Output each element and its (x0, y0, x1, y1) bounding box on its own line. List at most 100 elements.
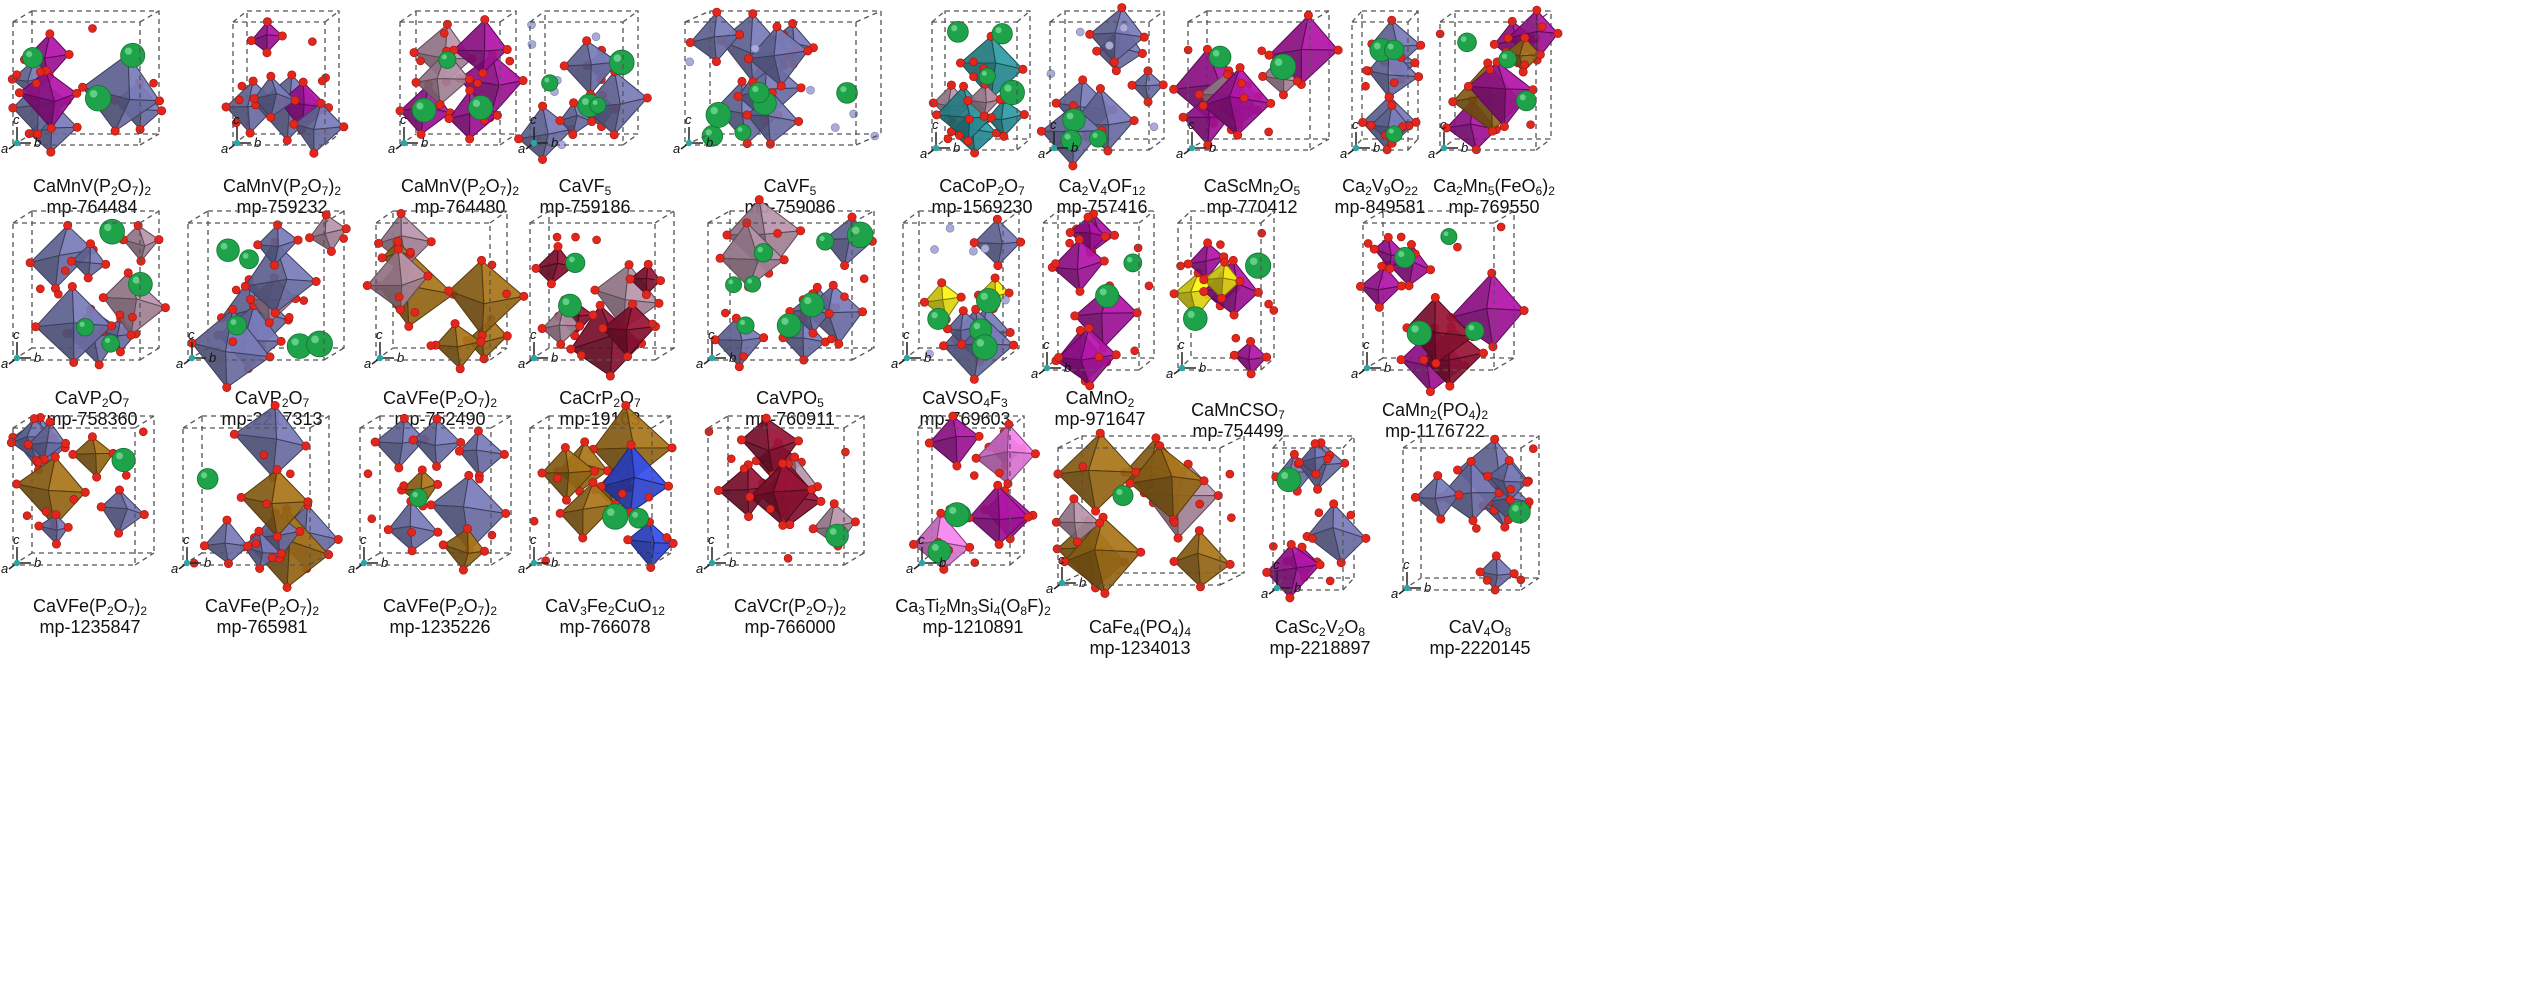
oxygen-atom (1199, 287, 1209, 297)
oxygen-atom (1004, 288, 1014, 298)
calcium-atom (628, 508, 649, 529)
axis-b-label: b (1373, 140, 1380, 155)
oxygen-atom (946, 80, 956, 90)
calcium-atom (1394, 247, 1416, 269)
unit-cell-front (12, 21, 141, 146)
oxygen-atom (1278, 90, 1288, 100)
oxygen-atom (964, 114, 974, 124)
chemical-formula: CaVF5 (558, 176, 612, 198)
oxygen-atom (303, 497, 313, 507)
unit-cell-edge (1002, 347, 1020, 361)
oxygen-atom (94, 360, 104, 370)
calcium-atom (589, 96, 607, 114)
oxygen-atom (969, 238, 979, 248)
oxygen-atom (480, 546, 490, 556)
oxygen-atom (114, 528, 124, 538)
oxygen-atom (395, 305, 405, 315)
calcium-atom-highlight (1092, 132, 1098, 138)
calcium-atom-highlight (220, 242, 228, 250)
oxygen-atom (937, 278, 947, 288)
oxygen-atom (305, 233, 315, 243)
coordination-polyhedron (408, 414, 466, 471)
unit-cell-front (1439, 21, 1537, 151)
unit-cell-back (31, 415, 155, 554)
calcium-atom (753, 243, 774, 263)
oxygen-atom (1374, 302, 1384, 312)
coordination-polyhedron (253, 220, 303, 270)
oxygen-atom (426, 341, 436, 350)
unit-cell-edge (1016, 138, 1031, 151)
oxygen-atom (824, 309, 834, 319)
axis-b-label: b (397, 350, 404, 365)
axis-a-label: a (1046, 581, 1053, 596)
oxygen-atom (160, 303, 170, 313)
oxygen-atom (560, 443, 570, 453)
unit-cell-edge (490, 552, 512, 566)
unit-cell-edge (851, 347, 875, 361)
oxygen-atom (308, 37, 317, 46)
axis-a-label: a (176, 356, 183, 371)
calcium-atom-highlight (1388, 128, 1394, 134)
oxygen-atom (1051, 517, 1061, 527)
unit-cell-back (1081, 435, 1245, 574)
chemical-formula: Ca2Mn5(FeO6)2 (1433, 176, 1555, 198)
oxygen-atom (393, 244, 403, 254)
coordination-polyhedron (199, 515, 253, 569)
calcium-atom (1406, 320, 1433, 346)
oxygen-atom (92, 472, 102, 482)
chemical-formula: CaSc2V2O8 (1274, 617, 1366, 639)
chemical-formula: CaVFe(P2O7)2 (32, 596, 148, 618)
oxygen-atom (1202, 44, 1212, 54)
oxygen-atom (1285, 593, 1295, 603)
calcium-atom (927, 307, 950, 330)
oxygen-atom (1009, 340, 1019, 350)
unit-cell-front (707, 222, 853, 361)
oxygen-atom (1085, 381, 1095, 391)
axis-b-label: b (34, 135, 41, 150)
axis-a-label: a (1031, 366, 1038, 381)
oxygen-atom (1225, 559, 1235, 569)
oxygen-atom (409, 48, 419, 58)
coordination-polyhedron (924, 411, 984, 471)
oxygen-atom (1528, 444, 1538, 453)
oxygen-atom (66, 256, 76, 266)
unit-cell-edge (182, 415, 203, 429)
axis-b-label: b (729, 350, 736, 365)
oxygen-atom (301, 441, 311, 451)
oxygen-atom (276, 336, 286, 346)
oxygen-atom (45, 417, 55, 427)
oxygen-atom (411, 77, 421, 87)
calcium-atom-highlight (1512, 504, 1519, 512)
calcium-atom-highlight (581, 98, 589, 105)
oxygen-atom (742, 110, 752, 120)
coordination-polyhedron (1047, 234, 1109, 296)
coordination-polyhedron (249, 71, 300, 122)
oxygen-atom (1490, 434, 1500, 444)
oxygen-atom (807, 485, 817, 495)
oxygen-atom (531, 263, 541, 273)
oxygen-atom (110, 126, 120, 136)
oxygen-atom (432, 414, 442, 424)
calcium-atom (1208, 45, 1232, 69)
oxygen-atom (1313, 484, 1323, 494)
fluorine-atom (1119, 23, 1129, 33)
oxygen-atom (993, 261, 1003, 271)
calcium-atom-highlight (132, 276, 140, 284)
oxygen-atom (78, 82, 88, 92)
axis-c-label: c (530, 327, 537, 342)
oxygen-atom (293, 235, 303, 245)
calcium-atom-highlight (1411, 325, 1419, 333)
oxygen-atom (339, 234, 348, 243)
calcium-atom (602, 503, 629, 530)
oxygen-atom (736, 435, 746, 445)
oxygen-atom (1269, 306, 1279, 315)
